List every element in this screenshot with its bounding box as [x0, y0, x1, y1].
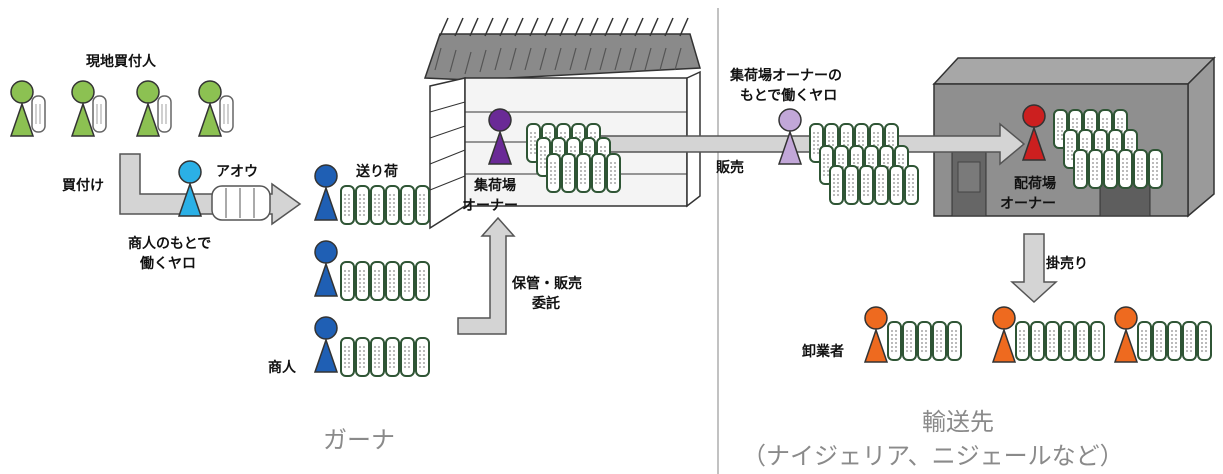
label-yaro-owner-2: もとで働くヤロ [740, 87, 837, 104]
owner-yaro-head [778, 108, 802, 132]
merchant-bales-3 [340, 337, 430, 377]
wholesaler-bales-1 [887, 321, 962, 361]
label-local-buyers: 現地買付人 [86, 53, 157, 70]
merchant-bales-2 [340, 261, 430, 301]
distribution-owner-figure [1021, 104, 1047, 161]
local-buyer-4-head [198, 80, 222, 104]
depot-owner-head [488, 108, 512, 132]
local-buyer-2-figure [70, 80, 96, 137]
merchant-1-body [313, 185, 339, 221]
merchant-1-head [314, 164, 338, 188]
aowu-bales [211, 185, 271, 221]
wholesaler-2-figure [991, 306, 1017, 363]
depot-owner-body [487, 129, 513, 165]
label-merchant: 商人 [268, 359, 297, 376]
merchant-2-figure [313, 240, 339, 297]
buyer-bale [219, 95, 234, 133]
buyer-bale [157, 95, 172, 133]
label-storage-2: 委託 [531, 295, 560, 312]
label-sale: 販売 [716, 159, 744, 176]
local-buyer-1-head [10, 80, 34, 104]
label-yaro-merchant-1: 商人のもとで [128, 235, 211, 252]
region-ghana: ガーナ [323, 426, 395, 454]
local-buyer-2-body [70, 101, 96, 137]
region-destination-1: 輸送先 [922, 408, 994, 436]
merchant-2-head [314, 240, 338, 264]
merchant-1-figure [313, 164, 339, 221]
wholesaler-bales-2 [1015, 321, 1105, 361]
label-wholesaler: 卸業者 [802, 343, 844, 360]
label-depot-owner-2: オーナー [462, 198, 518, 214]
merchant-3-figure [313, 316, 339, 373]
local-buyer-1-figure [9, 80, 35, 137]
local-buyer-1-body [9, 101, 35, 137]
buyer-bale [31, 95, 46, 133]
local-buyer-2-head [71, 80, 95, 104]
wholesaler-2-head [992, 306, 1016, 330]
merchant-yaro-figure [177, 160, 203, 217]
merchant-2-body [313, 261, 339, 297]
wholesaler-1-body [863, 327, 889, 363]
wholesaler-1-figure [863, 306, 889, 363]
label-yaro-owner-1: 集荷場オーナーの [729, 67, 842, 84]
distribution-owner-body [1021, 125, 1047, 161]
owner-yaro-figure [777, 108, 803, 165]
label-shipment: 送り荷 [355, 163, 398, 180]
local-buyer-3-figure [135, 80, 161, 137]
local-buyer-3-head [136, 80, 160, 104]
buying-arrow [119, 153, 302, 226]
merchant-bales-1 [340, 185, 430, 225]
label-dist-owner-1: 配荷場 [1014, 175, 1056, 192]
buyer-bale [92, 95, 107, 133]
wholesaler-1-head [864, 306, 888, 330]
local-buyer-4-figure [197, 80, 223, 137]
label-depot-owner-1: 集荷場 [473, 177, 516, 194]
wholesaler-3-body [1113, 327, 1139, 363]
local-buyer-3-body [135, 101, 161, 137]
credit-sale-arrow [1010, 233, 1058, 304]
wholesaler-3-figure [1113, 306, 1139, 363]
label-storage-1: 保管・販売 [511, 275, 582, 292]
wholesaler-3-head [1114, 306, 1138, 330]
label-aowu: アオウ [216, 164, 258, 180]
merchant-3-body [313, 337, 339, 373]
wholesaler-2-body [991, 327, 1017, 363]
wholesaler-bales-3 [1137, 321, 1212, 361]
storage-arrow [457, 216, 516, 335]
distribution-owner-head [1022, 104, 1046, 128]
owner-yaro-body [777, 129, 803, 165]
label-credit-sale: 掛売り [1046, 255, 1088, 272]
local-buyer-4-body [197, 101, 223, 137]
depot-owner-figure [487, 108, 513, 165]
label-buying: 買付け [62, 177, 104, 194]
label-yaro-merchant-2: 働くヤロ [139, 255, 196, 272]
merchant-yaro-head [178, 160, 202, 184]
region-destination-2: （ナイジェリア、ニジェールなど） [742, 442, 1124, 470]
merchant-yaro-body [177, 181, 203, 217]
label-dist-owner-2: オーナー [1000, 196, 1056, 212]
merchant-3-head [314, 316, 338, 340]
